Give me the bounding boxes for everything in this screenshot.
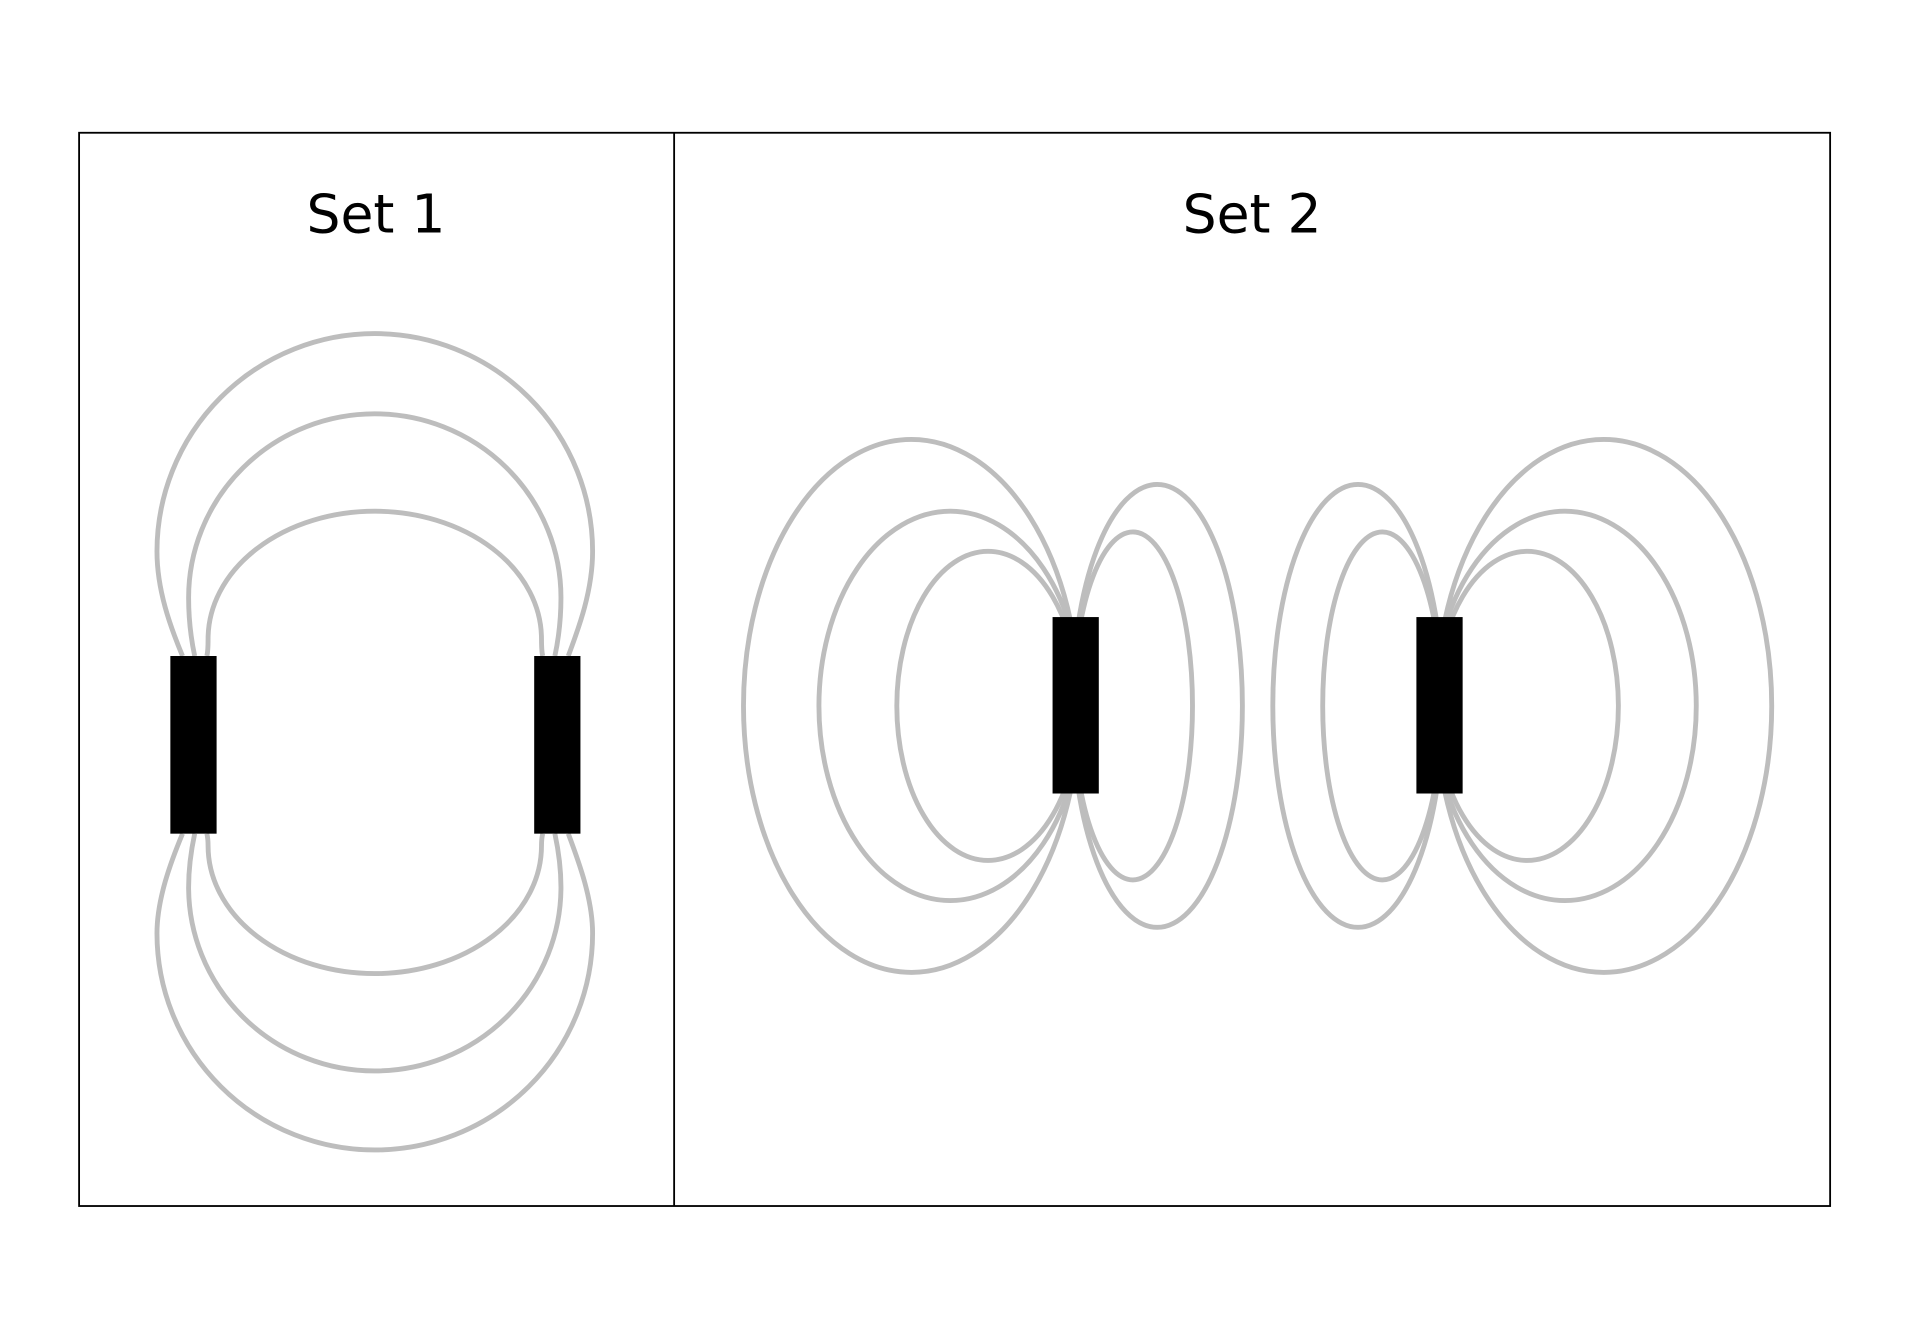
- magnet: [170, 656, 217, 834]
- field-line: [816, 508, 1085, 904]
- field-line: [154, 331, 596, 657]
- frame: [78, 131, 1832, 1207]
- set-1-panel: [154, 331, 596, 1153]
- magnet: [1052, 617, 1099, 794]
- set-1-title: Set 1: [307, 183, 446, 246]
- field-line: [186, 411, 564, 657]
- field-line: [204, 508, 546, 657]
- set-2-panel: [741, 436, 1775, 975]
- magnet: [534, 656, 581, 834]
- magnet: [1416, 617, 1463, 794]
- field-line: [186, 833, 564, 1074]
- field-line: [1433, 548, 1621, 863]
- field-line: [204, 833, 546, 976]
- set-2-title: Set 2: [1183, 183, 1322, 246]
- field-line: [154, 832, 596, 1153]
- field-line: [1431, 508, 1699, 904]
- field-line: [894, 548, 1082, 863]
